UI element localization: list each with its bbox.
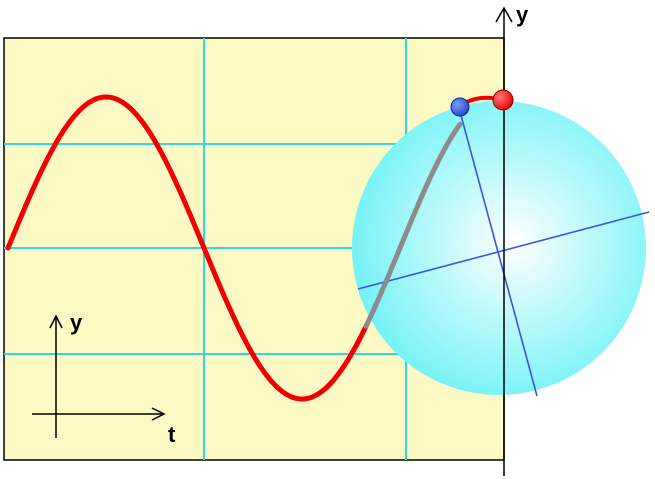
sphere — [352, 101, 646, 395]
inset-axes — [32, 314, 166, 438]
blue-point-icon — [450, 97, 470, 117]
inset-t-axis-label: t — [168, 422, 176, 447]
sphere-axis-tilted-vertical — [458, 107, 538, 397]
red-point-icon — [492, 89, 514, 111]
main-y-axis-label: y — [516, 2, 529, 27]
sine-wave — [5, 94, 371, 402]
main-y-axis — [495, 6, 513, 476]
inset-y-axis-label: y — [70, 310, 83, 335]
sine-wave-inside-sphere — [363, 121, 463, 329]
